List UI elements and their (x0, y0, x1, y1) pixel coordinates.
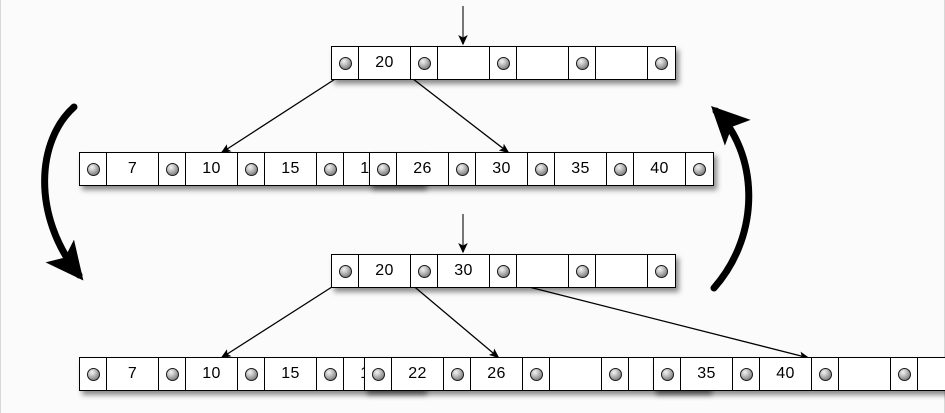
pointer-dot-icon (323, 162, 337, 176)
pointer-dot-icon (655, 56, 668, 70)
pointer-dot-icon (165, 162, 179, 176)
pointer-cell[interactable] (238, 358, 265, 390)
pointer-dot-icon (534, 162, 548, 176)
pointer-cell[interactable] (444, 358, 471, 390)
pointer-dot-icon (655, 264, 668, 278)
key-cell[interactable]: 40 (634, 153, 686, 185)
pointer-cell[interactable] (370, 153, 397, 185)
pointer-dot-icon (818, 367, 832, 381)
edge-root-before-to-right-leaf (403, 71, 510, 154)
leaf-middle-after[interactable]: 22 26 (364, 357, 709, 391)
pointer-dot-icon (613, 162, 627, 176)
pointer-cell[interactable] (159, 358, 186, 390)
pointer-dot-icon (608, 367, 622, 381)
key-cell[interactable]: 10 (186, 358, 238, 390)
key-cell[interactable]: 7 (107, 358, 159, 390)
key-cell[interactable]: 20 (359, 47, 411, 79)
pointer-dot-icon (376, 162, 390, 176)
pointer-cell[interactable] (686, 153, 713, 185)
leaf-right-after[interactable]: 35 40 (653, 357, 945, 391)
pointer-cell[interactable] (648, 255, 675, 287)
key-cell[interactable]: 10 (186, 153, 238, 185)
key-cell[interactable] (596, 255, 648, 287)
root-after[interactable]: 20 30 (331, 254, 676, 288)
pointer-dot-icon (455, 162, 469, 176)
key-cell[interactable]: 26 (397, 153, 449, 185)
pointer-dot-icon (450, 367, 464, 381)
key-cell[interactable] (517, 47, 569, 79)
pointer-dot-icon (496, 264, 510, 278)
key-cell[interactable] (550, 358, 602, 390)
key-cell[interactable]: 40 (760, 358, 812, 390)
pointer-cell[interactable] (607, 153, 634, 185)
pointer-dot-icon (417, 264, 431, 278)
pointer-dot-icon (338, 264, 352, 278)
pointer-dot-icon (165, 367, 179, 381)
key-cell[interactable]: 15 (265, 153, 317, 185)
pointer-cell[interactable] (449, 153, 476, 185)
pointer-cell[interactable] (411, 47, 438, 79)
pointer-cell[interactable] (569, 255, 596, 287)
pointer-cell[interactable] (332, 47, 359, 79)
key-cell[interactable]: 7 (107, 153, 159, 185)
key-cell[interactable]: 22 (392, 358, 444, 390)
pointer-dot-icon (371, 367, 385, 381)
pointer-dot-icon (338, 56, 352, 70)
pointer-cell[interactable] (317, 358, 344, 390)
pointer-cell[interactable] (602, 358, 629, 390)
key-cell[interactable] (517, 255, 569, 287)
key-cell[interactable] (839, 358, 891, 390)
pointer-dot-icon (244, 162, 258, 176)
key-cell[interactable]: 20 (359, 255, 411, 287)
pointer-cell[interactable] (733, 358, 760, 390)
pointer-cell[interactable] (238, 153, 265, 185)
pointer-cell[interactable] (159, 153, 186, 185)
key-cell[interactable]: 26 (471, 358, 523, 390)
pointer-dot-icon (660, 367, 674, 381)
pointer-dot-icon (575, 264, 589, 278)
edge-root-after-to-left-leaf (220, 277, 347, 359)
key-cell[interactable]: 15 (265, 358, 317, 390)
pointer-dot-icon (244, 367, 258, 381)
key-cell[interactable]: 30 (438, 255, 490, 287)
pointer-cell[interactable] (490, 255, 517, 287)
pointer-dot-icon (897, 367, 911, 381)
pointer-dot-icon (496, 56, 510, 70)
edge-root-before-to-left-leaf (220, 71, 347, 154)
pointer-dot-icon (417, 56, 431, 70)
pointer-cell[interactable] (569, 47, 596, 79)
pointer-dot-icon (575, 56, 589, 70)
edge-root-after-to-middle-leaf (403, 277, 500, 359)
pointer-dot-icon (739, 367, 753, 381)
pointer-cell[interactable] (365, 358, 392, 390)
leaf-right-before[interactable]: 26 30 35 40 (369, 152, 714, 186)
pointer-cell[interactable] (411, 255, 438, 287)
pointer-cell[interactable] (528, 153, 555, 185)
key-cell[interactable] (596, 47, 648, 79)
pointer-cell[interactable] (654, 358, 681, 390)
pointer-cell[interactable] (490, 47, 517, 79)
key-cell[interactable]: 35 (555, 153, 607, 185)
pointer-cell[interactable] (80, 358, 107, 390)
pointer-dot-icon (693, 162, 706, 176)
pointer-cell[interactable] (648, 47, 675, 79)
pointer-dot-icon (86, 162, 100, 176)
transition-curve-down (41, 103, 84, 281)
transition-curve-up (710, 106, 753, 292)
pointer-dot-icon (323, 367, 337, 381)
pointer-cell[interactable] (812, 358, 839, 390)
pointer-cell[interactable] (317, 153, 344, 185)
pointer-cell[interactable] (523, 358, 550, 390)
pointer-dot-icon (529, 367, 543, 381)
key-cell[interactable]: 30 (476, 153, 528, 185)
key-cell[interactable] (918, 358, 945, 390)
pointer-cell[interactable] (332, 255, 359, 287)
key-cell[interactable] (438, 47, 490, 79)
root-before[interactable]: 20 (331, 46, 676, 80)
pointer-cell[interactable] (80, 153, 107, 185)
pointer-cell[interactable] (891, 358, 918, 390)
pointer-dot-icon (86, 367, 100, 381)
key-cell[interactable]: 35 (681, 358, 733, 390)
